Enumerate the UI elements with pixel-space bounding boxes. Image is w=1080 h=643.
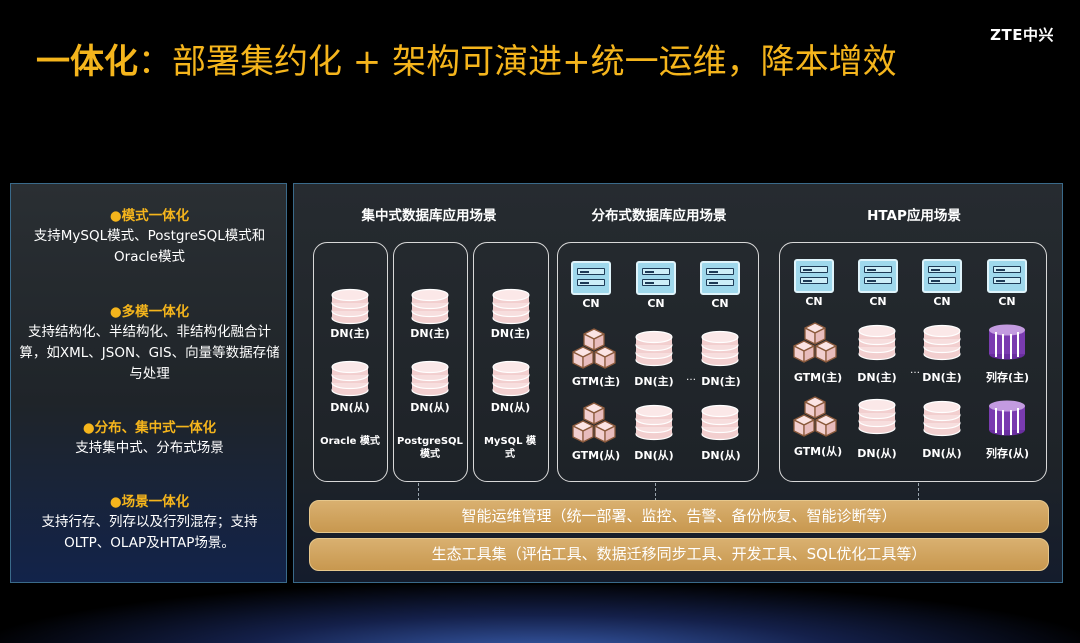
feature-text: 支持集中式、分布式场景 (75, 440, 224, 456)
connector-line (418, 483, 419, 501)
feature-heading: ●模式一体化 (109, 208, 190, 224)
feature-text: 支持行存、列存以及行列混存；支持OLTP、OLAP及HTAP场景。 (41, 514, 258, 551)
database-icon (331, 288, 369, 325)
distributed-group: CN CN CN GTM(主) DN(主) … DN(主) GTM(从) DN(… (557, 242, 759, 482)
ellipsis: … (686, 372, 696, 383)
database-icon (635, 330, 673, 367)
feature-scenario: ●场景一体化 支持行存、列存以及行列混存；支持OLTP、OLAP及HTAP场景。 (11, 492, 288, 554)
database-icon (331, 360, 369, 397)
htap-group: CN CN CN CN GTM(主) DN(主) … DN(主) 列存(主) G… (779, 242, 1047, 482)
database-icon (923, 400, 961, 437)
node-label: DN(主) (857, 371, 897, 384)
database-icon (701, 404, 739, 441)
centralized-mysql-group: DN(主) DN(从) MySQL 模式 (473, 242, 549, 482)
zte-logo: ZTE中兴 (990, 26, 1054, 44)
node-label: DN(主) (410, 327, 450, 340)
server-icon (987, 259, 1027, 293)
node-label: DN(从) (922, 447, 962, 460)
cubes-icon (793, 396, 837, 437)
node-label: 列存(从) (985, 447, 1030, 460)
node-label: DN(主) (634, 375, 674, 388)
feature-text: 支持结构化、半结构化、非结构化融合计算，如XML、JSON、GIS、向量等数据存… (19, 324, 280, 382)
connector-line (918, 483, 919, 501)
node-label: DN(主) (922, 371, 962, 384)
node-label: GTM(主) (793, 371, 843, 384)
columnar-storage-icon (988, 399, 1026, 437)
connector-line (655, 483, 656, 501)
ellipsis: … (910, 365, 920, 376)
database-icon (858, 398, 896, 435)
feature-heading: ●分布、集中式一体化 (82, 420, 217, 436)
feature-heading: ●场景一体化 (109, 494, 190, 510)
node-label: DN(主) (701, 375, 741, 388)
node-label: DN(主) (490, 327, 531, 340)
cubes-icon (793, 322, 837, 363)
server-icon (636, 261, 676, 295)
node-label: CN (582, 297, 600, 310)
node-label: 列存(主) (985, 371, 1030, 384)
database-icon (635, 404, 673, 441)
database-icon (411, 360, 449, 397)
feature-heading: ●多模一体化 (109, 304, 190, 320)
node-label: CN (647, 297, 665, 310)
node-label: DN(从) (410, 401, 450, 414)
bottom-glow (0, 585, 1080, 643)
server-icon (700, 261, 740, 295)
section-title-distributed: 分布式数据库应用场景 (591, 208, 727, 224)
feature-distributed: ●分布、集中式一体化 支持集中式、分布式场景 (11, 418, 288, 459)
node-label: DN(从) (330, 401, 370, 414)
node-label: DN(从) (701, 449, 741, 462)
server-icon (858, 259, 898, 293)
node-label: GTM(从) (793, 445, 843, 458)
feature-mode: ●模式一体化 支持MySQL模式、PostgreSQL模式和Oracle模式 (11, 206, 288, 268)
node-label: CN (711, 297, 729, 310)
cubes-icon (572, 402, 616, 443)
centralized-oracle-group: DN(主) DN(从) Oracle 模式 (313, 242, 388, 482)
ops-management-bar: 智能运维管理（统一部署、监控、告警、备份恢复、智能诊断等） (309, 500, 1049, 533)
node-label: GTM(从) (571, 449, 621, 462)
title-highlight: 一体化 (36, 42, 138, 82)
database-icon (492, 288, 530, 325)
cubes-icon (572, 328, 616, 369)
feature-multimodel: ●多模一体化 支持结构化、半结构化、非结构化融合计算，如XML、JSON、GIS… (11, 302, 288, 385)
ecosystem-tools-bar: 生态工具集（评估工具、数据迁移同步工具、开发工具、SQL优化工具等） (309, 538, 1049, 571)
node-label: CN (933, 295, 951, 308)
node-label: GTM(主) (571, 375, 621, 388)
mode-label: MySQL 模式 (483, 436, 537, 460)
server-icon (922, 259, 962, 293)
node-label: DN(从) (857, 447, 897, 460)
node-label: CN (998, 295, 1016, 308)
centralized-postgresql-group: DN(主) DN(从) PostgreSQL 模式 (393, 242, 468, 482)
section-title-centralized: 集中式数据库应用场景 (361, 208, 497, 224)
feature-text: 支持MySQL模式、PostgreSQL模式和Oracle模式 (33, 228, 266, 265)
node-label: DN(从) (634, 449, 674, 462)
database-icon (492, 360, 530, 397)
node-label: CN (869, 295, 887, 308)
database-icon (858, 324, 896, 361)
server-icon (794, 259, 834, 293)
node-label: CN (805, 295, 823, 308)
database-icon (411, 288, 449, 325)
title-rest: ：部署集约化 + 架构可演进+统一运维，降本增效 (138, 42, 897, 82)
database-icon (923, 324, 961, 361)
feature-panel: ●模式一体化 支持MySQL模式、PostgreSQL模式和Oracle模式 ●… (10, 183, 287, 583)
server-icon (571, 261, 611, 295)
columnar-storage-icon (988, 323, 1026, 361)
page-title: 一体化：部署集约化 + 架构可演进+统一运维，降本增效 (36, 40, 897, 84)
mode-label: PostgreSQL 模式 (397, 436, 463, 460)
section-title-htap: HTAP应用场景 (867, 208, 961, 224)
architecture-panel: 集中式数据库应用场景 分布式数据库应用场景 HTAP应用场景 DN(主) DN(… (293, 183, 1063, 583)
node-label: DN(从) (490, 401, 531, 414)
node-label: DN(主) (330, 327, 370, 340)
database-icon (701, 330, 739, 367)
mode-label: Oracle 模式 (320, 436, 380, 447)
